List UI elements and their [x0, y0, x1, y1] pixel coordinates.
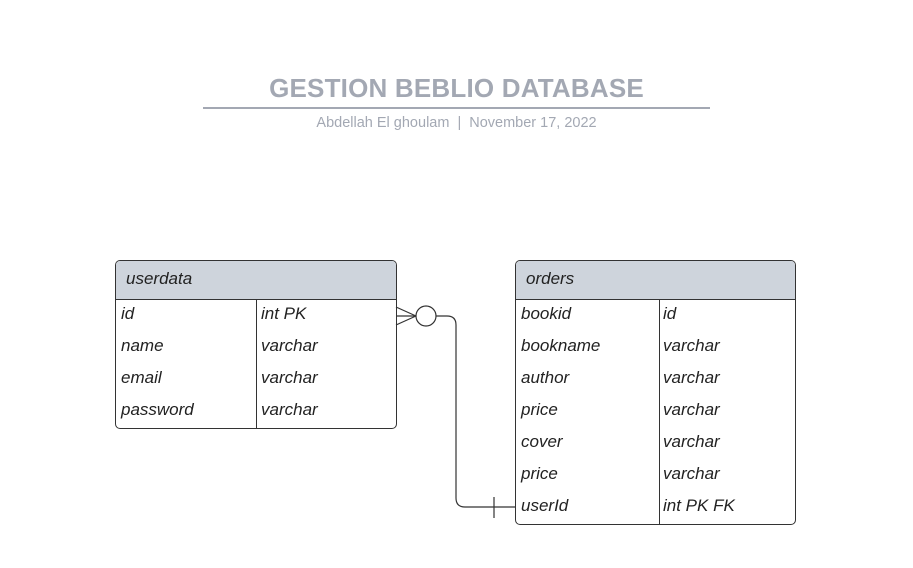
- entity-row-userid[interactable]: userId int PK FK: [516, 492, 795, 524]
- field-name: name: [121, 336, 164, 355]
- entity-row-password[interactable]: password varchar: [116, 396, 396, 428]
- diagram-date: November 17, 2022: [469, 115, 597, 131]
- entity-userdata[interactable]: userdata id int PK name varchar email va…: [115, 260, 397, 429]
- entity-row-id[interactable]: id int PK: [116, 300, 396, 332]
- entity-row-price-2[interactable]: price varchar: [516, 460, 795, 492]
- crows-foot-upper-prong: [395, 306, 417, 317]
- crows-foot-lower-prong: [395, 315, 417, 326]
- diagram-title: GESTION BEBLIO DATABASE: [269, 73, 644, 103]
- entity-row-price[interactable]: price varchar: [516, 396, 795, 428]
- field-type: varchar: [663, 336, 720, 355]
- column-divider: [659, 300, 660, 524]
- field-type: varchar: [663, 368, 720, 387]
- zero-cardinality-circle: [415, 305, 437, 327]
- field-name: userId: [521, 496, 569, 515]
- field-type: id: [663, 304, 677, 323]
- relationship-line: [436, 315, 515, 508]
- field-type: varchar: [261, 400, 318, 419]
- field-name: bookname: [521, 336, 601, 355]
- entity-header: orders: [516, 261, 795, 300]
- entity-body: id int PK name varchar email varchar pas…: [116, 300, 396, 428]
- entity-row-bookname[interactable]: bookname varchar: [516, 332, 795, 364]
- field-type: varchar: [261, 336, 318, 355]
- field-type: varchar: [663, 464, 720, 483]
- title-underline: [203, 107, 710, 109]
- field-name: password: [121, 400, 194, 419]
- entity-body: bookid id bookname varchar author varcha…: [516, 300, 795, 524]
- field-name: author: [521, 368, 570, 387]
- field-name: price: [521, 464, 558, 483]
- author-name: Abdellah El ghoulam: [316, 115, 450, 131]
- entity-row-author[interactable]: author varchar: [516, 364, 795, 396]
- field-name: cover: [521, 432, 563, 451]
- field-name: id: [121, 304, 135, 323]
- field-type: int PK: [261, 304, 307, 323]
- entity-orders[interactable]: orders bookid id bookname varchar author…: [515, 260, 796, 525]
- entity-row-name[interactable]: name varchar: [116, 332, 396, 364]
- entity-row-cover[interactable]: cover varchar: [516, 428, 795, 460]
- field-type: varchar: [663, 432, 720, 451]
- entity-row-bookid[interactable]: bookid id: [516, 300, 795, 332]
- subtitle-separator: |: [457, 115, 462, 131]
- entity-row-email[interactable]: email varchar: [116, 364, 396, 396]
- field-name: price: [521, 400, 558, 419]
- field-name: email: [121, 368, 162, 387]
- field-type: varchar: [663, 400, 720, 419]
- field-type: int PK FK: [663, 496, 735, 515]
- entity-header: userdata: [116, 261, 396, 300]
- field-name: bookid: [521, 304, 572, 323]
- diagram-subtitle: Abdellah El ghoulam | November 17, 2022: [203, 114, 710, 132]
- column-divider: [256, 300, 257, 428]
- field-type: varchar: [261, 368, 318, 387]
